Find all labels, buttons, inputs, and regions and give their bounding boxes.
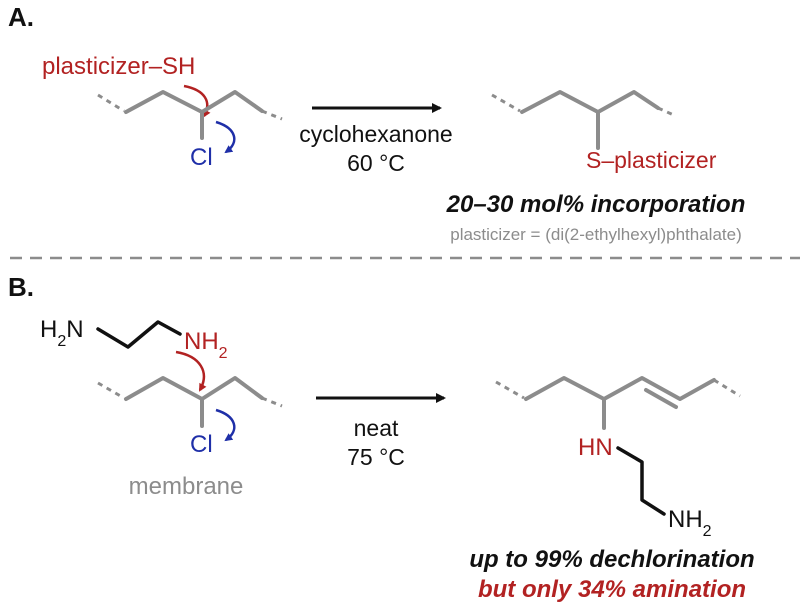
secondary-amine-label: HN <box>578 434 613 461</box>
panel-b-label: B. <box>8 272 34 302</box>
pvc-chain-a <box>97 90 283 140</box>
chloride-label-a: Cl <box>190 144 213 171</box>
membrane-caption: membrane <box>129 473 244 500</box>
dechlorination-result: up to 99% dechlorination <box>469 546 754 573</box>
conditions-b-line1: neat <box>354 415 399 441</box>
amination-result: but only 34% amination <box>478 576 746 603</box>
chloride-label-b: Cl <box>190 431 213 458</box>
thioether-product-label: S–plasticizer <box>586 147 717 173</box>
terminal-amine-label: NH2 <box>668 506 712 540</box>
thiol-reagent-label: plasticizer–SH <box>42 53 195 80</box>
conditions-a-line2: 60 °C <box>347 150 405 176</box>
blue-curved-arrow-b-icon <box>215 408 236 442</box>
blue-curved-arrow-icon <box>215 120 236 154</box>
product-chain-b <box>495 376 741 430</box>
panel-a: A. plasticizer–SH Cl cyclohexanone 60 °C… <box>8 2 745 244</box>
plasticizer-definition: plasticizer = (di(2-ethylhexyl)phthalate… <box>450 225 742 244</box>
panel-b: B. H2N NH2 Cl membrane neat 75 °C <box>8 272 755 603</box>
conditions-b-line2: 75 °C <box>347 444 405 470</box>
red-curved-arrow-b-icon <box>175 350 207 392</box>
conditions-a-line1: cyclohexanone <box>299 121 452 147</box>
product-chain-a <box>491 90 677 150</box>
ethylenediamine-left-label: H2N <box>40 316 84 350</box>
incorporation-result: 20–30 mol% incorporation <box>446 191 746 218</box>
pvc-chain-b <box>97 376 283 428</box>
panel-a-label: A. <box>8 2 34 32</box>
red-curved-arrow-icon <box>183 84 211 118</box>
